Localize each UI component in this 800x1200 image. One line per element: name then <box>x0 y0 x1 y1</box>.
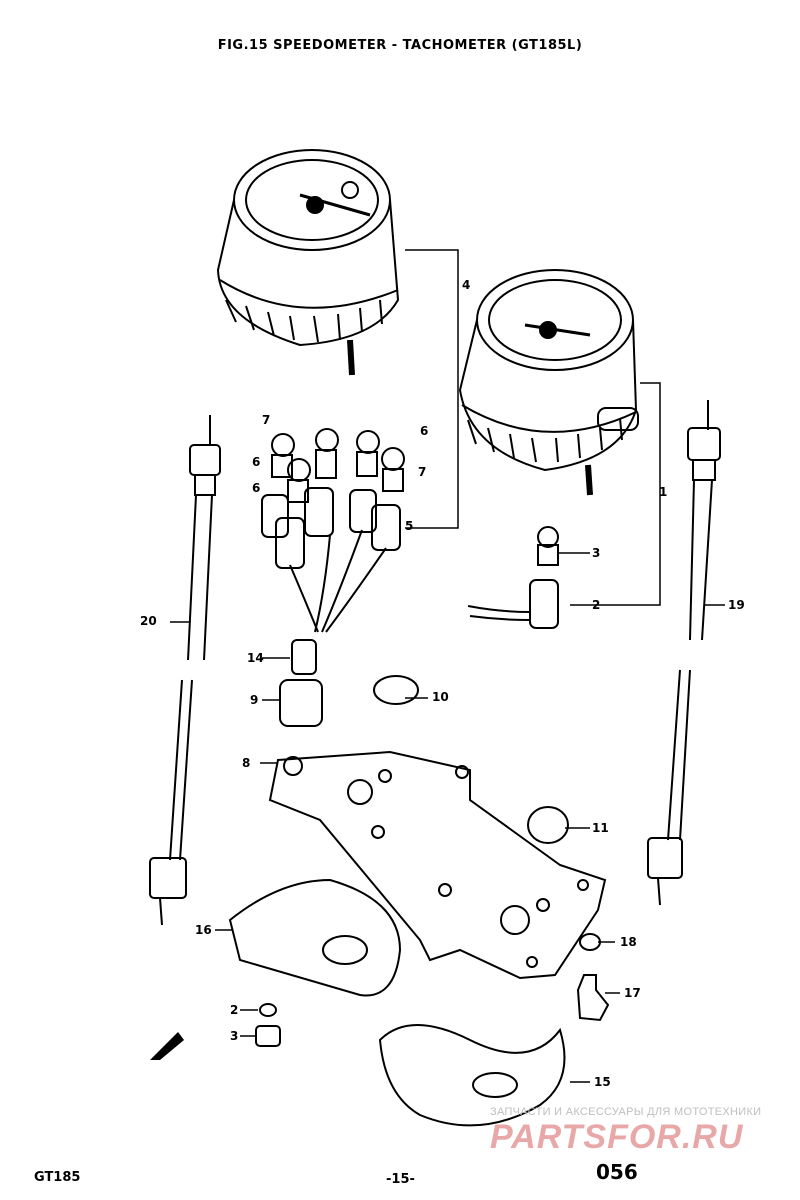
washer-2 <box>259 1003 277 1017</box>
callout-14: 14 <box>247 651 264 665</box>
socket-2-bulb-3 <box>467 526 559 629</box>
callout-8: 8 <box>242 756 251 770</box>
callout-1: 1 <box>659 485 668 499</box>
callout-6-lower: 6 <box>252 481 261 495</box>
bulb-socket-cluster <box>261 428 405 633</box>
watermark-caption: ЗАПЧАСТИ И АКСЕССУАРЫ ДЛЯ МОТОТЕХНИКИ <box>490 1106 762 1118</box>
callout-7-right: 7 <box>418 465 427 479</box>
callout-11: 11 <box>592 821 609 835</box>
callout-20: 20 <box>140 614 157 628</box>
callout-19: 19 <box>728 598 745 612</box>
footer-code: 056 <box>596 1160 638 1184</box>
callout-6-right: 6 <box>420 424 429 438</box>
callout-2: 2 <box>592 598 601 612</box>
tachometer-drawing <box>458 269 639 496</box>
cap-10 <box>373 675 419 705</box>
callout-3-lower: 3 <box>230 1029 239 1043</box>
callout-9: 9 <box>250 693 259 707</box>
cap-11 <box>527 806 569 844</box>
grommet-14 <box>291 639 317 675</box>
front-arrow <box>150 1032 184 1060</box>
callout-2-lower: 2 <box>230 1003 239 1017</box>
nut-9 <box>279 679 323 727</box>
speedometer-drawing <box>216 149 400 376</box>
callout-7-left: 7 <box>262 413 271 427</box>
callout-16: 16 <box>195 923 212 937</box>
left-cable-20 <box>149 415 221 926</box>
footer-model: GT185 <box>34 1170 81 1185</box>
figure-title: FIG.15 SPEEDOMETER - TACHOMETER (GT185L) <box>217 38 583 53</box>
nut-3 <box>255 1025 281 1047</box>
cover-16 <box>228 878 402 997</box>
right-cable-19 <box>647 400 721 906</box>
callout-18: 18 <box>620 935 637 949</box>
callout-6-left: 6 <box>252 455 261 469</box>
watermark-logo: PARTSFOR.RU <box>490 1118 744 1156</box>
nut-18 <box>579 933 601 951</box>
bolt-17 <box>576 974 610 1022</box>
callout-15: 15 <box>594 1075 611 1089</box>
callout-3: 3 <box>592 546 601 560</box>
callout-17: 17 <box>624 986 641 1000</box>
callout-5: 5 <box>405 519 414 533</box>
cover-15 <box>378 1024 566 1127</box>
callout-4: 4 <box>462 278 471 292</box>
bracket-8 <box>268 750 607 980</box>
footer-page-number: -15- <box>386 1172 415 1187</box>
callout-10: 10 <box>432 690 449 704</box>
